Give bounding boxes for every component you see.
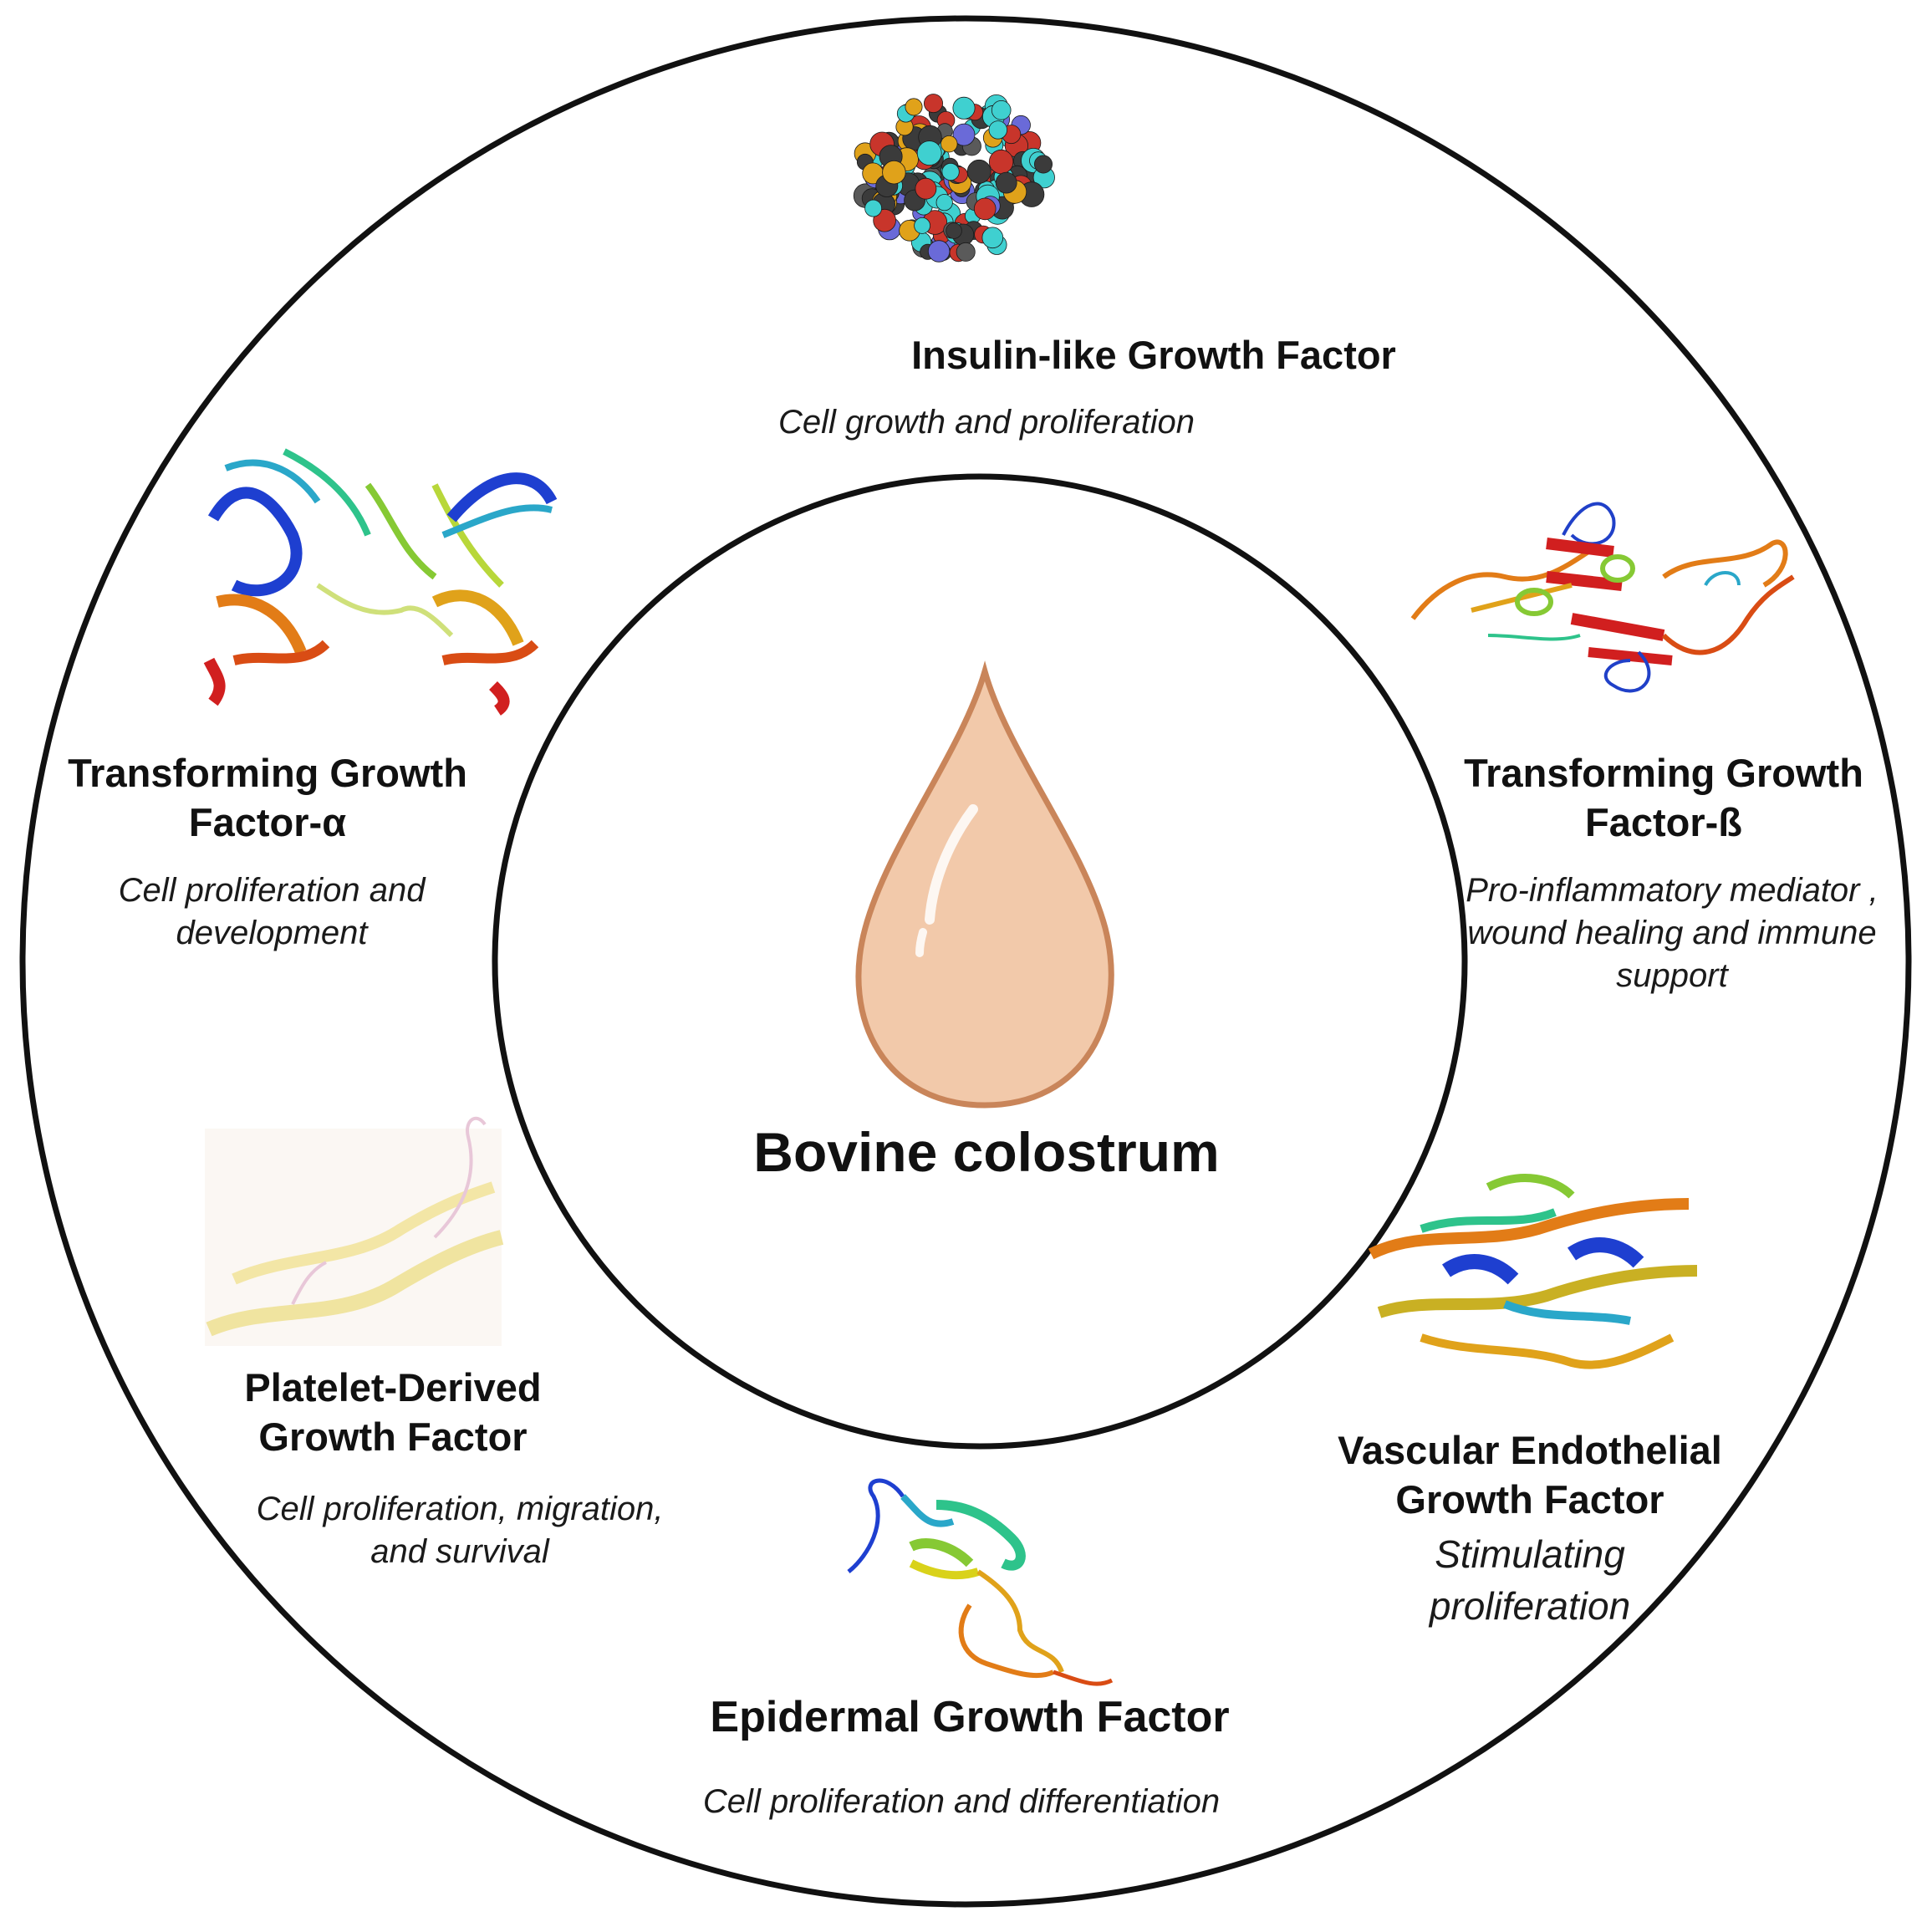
- factor-name: Transforming Growth Factor-ß: [1464, 751, 1863, 844]
- atom-sphere: [915, 177, 937, 200]
- factor-tgf-alpha: Transforming Growth Factor-α: [25, 748, 510, 847]
- factor-pdgf-desc: Cell proliferation, migration, and survi…: [251, 1488, 669, 1573]
- atom-sphere: [973, 197, 997, 221]
- atom-sphere: [991, 100, 1012, 120]
- atom-sphere: [873, 208, 896, 232]
- factor-name: Vascular Endothelial Growth Factor: [1338, 1428, 1722, 1522]
- factor-tgf-alpha-desc: Cell proliferation and development: [84, 869, 460, 955]
- factor-description: Stimulating proliferation: [1429, 1532, 1631, 1628]
- atom-sphere: [966, 159, 991, 184]
- factor-description: Cell proliferation and differentiation: [702, 1783, 1221, 1820]
- factor-description: Cell proliferation and development: [118, 872, 426, 951]
- tgf-beta-structure-icon: [1410, 502, 1795, 693]
- igf-structure-icon: [853, 94, 1055, 263]
- atom-sphere: [995, 171, 1017, 194]
- atom-sphere: [882, 160, 906, 185]
- factor-name: Epidermal Growth Factor: [710, 1693, 1230, 1741]
- egf-structure-icon: [847, 1478, 1114, 1686]
- atom-sphere: [1034, 155, 1053, 174]
- factor-egf: Epidermal Growth Factor: [652, 1693, 1287, 1742]
- atom-sphere: [956, 242, 976, 262]
- inner-ring: [492, 473, 1468, 1450]
- atom-sphere: [941, 135, 958, 153]
- colostrum-drop-icon: [855, 660, 1114, 1109]
- factor-name: Insulin-like Growth Factor: [911, 333, 1396, 377]
- factor-pdgf: Platelet-Derived Growth Factor: [201, 1363, 585, 1461]
- factor-tgf-beta: Transforming Growth Factor-ß: [1438, 748, 1889, 847]
- factor-name: Transforming Growth Factor-α: [68, 751, 467, 844]
- factor-egf-desc: Cell proliferation and differentiation: [644, 1781, 1279, 1823]
- factor-igf-desc: Cell growth and proliferation: [736, 401, 1237, 444]
- atom-sphere: [905, 98, 923, 116]
- atom-sphere: [916, 140, 942, 166]
- pdgf-structure-icon: [205, 1116, 504, 1346]
- atom-sphere: [924, 94, 944, 114]
- atom-sphere: [946, 222, 962, 239]
- center-label: Bovine colostrum: [753, 1121, 1220, 1183]
- factor-description: Cell proliferation, migration, and survi…: [256, 1491, 664, 1570]
- atom-sphere: [864, 199, 882, 217]
- factor-igf: Insulin-like Growth Factor: [715, 330, 1593, 380]
- factor-description: Pro-inflammatory mediator , wound healin…: [1466, 872, 1878, 994]
- atom-sphere: [927, 240, 951, 263]
- atom-sphere: [941, 162, 960, 181]
- atom-sphere: [914, 217, 930, 234]
- factor-vegf-desc: Stimulating proliferation: [1396, 1528, 1664, 1632]
- factor-tgf-beta-desc: Pro-inflammatory mediator , wound healin…: [1455, 869, 1889, 997]
- atom-sphere: [935, 194, 953, 212]
- tgf-alpha-structure-icon: [203, 448, 558, 716]
- atom-sphere: [988, 149, 1014, 175]
- outer-ring: [19, 15, 1912, 1908]
- factor-vegf: Vascular Endothelial Growth Factor: [1304, 1425, 1756, 1524]
- atom-sphere: [952, 96, 976, 120]
- vegf-structure-icon: [1368, 1174, 1698, 1369]
- atom-sphere: [988, 120, 1008, 140]
- atom-sphere: [981, 227, 1004, 249]
- atom-sphere: [952, 123, 976, 146]
- factor-description: Cell growth and proliferation: [777, 404, 1195, 441]
- factor-name: Platelet-Derived Growth Factor: [244, 1365, 542, 1459]
